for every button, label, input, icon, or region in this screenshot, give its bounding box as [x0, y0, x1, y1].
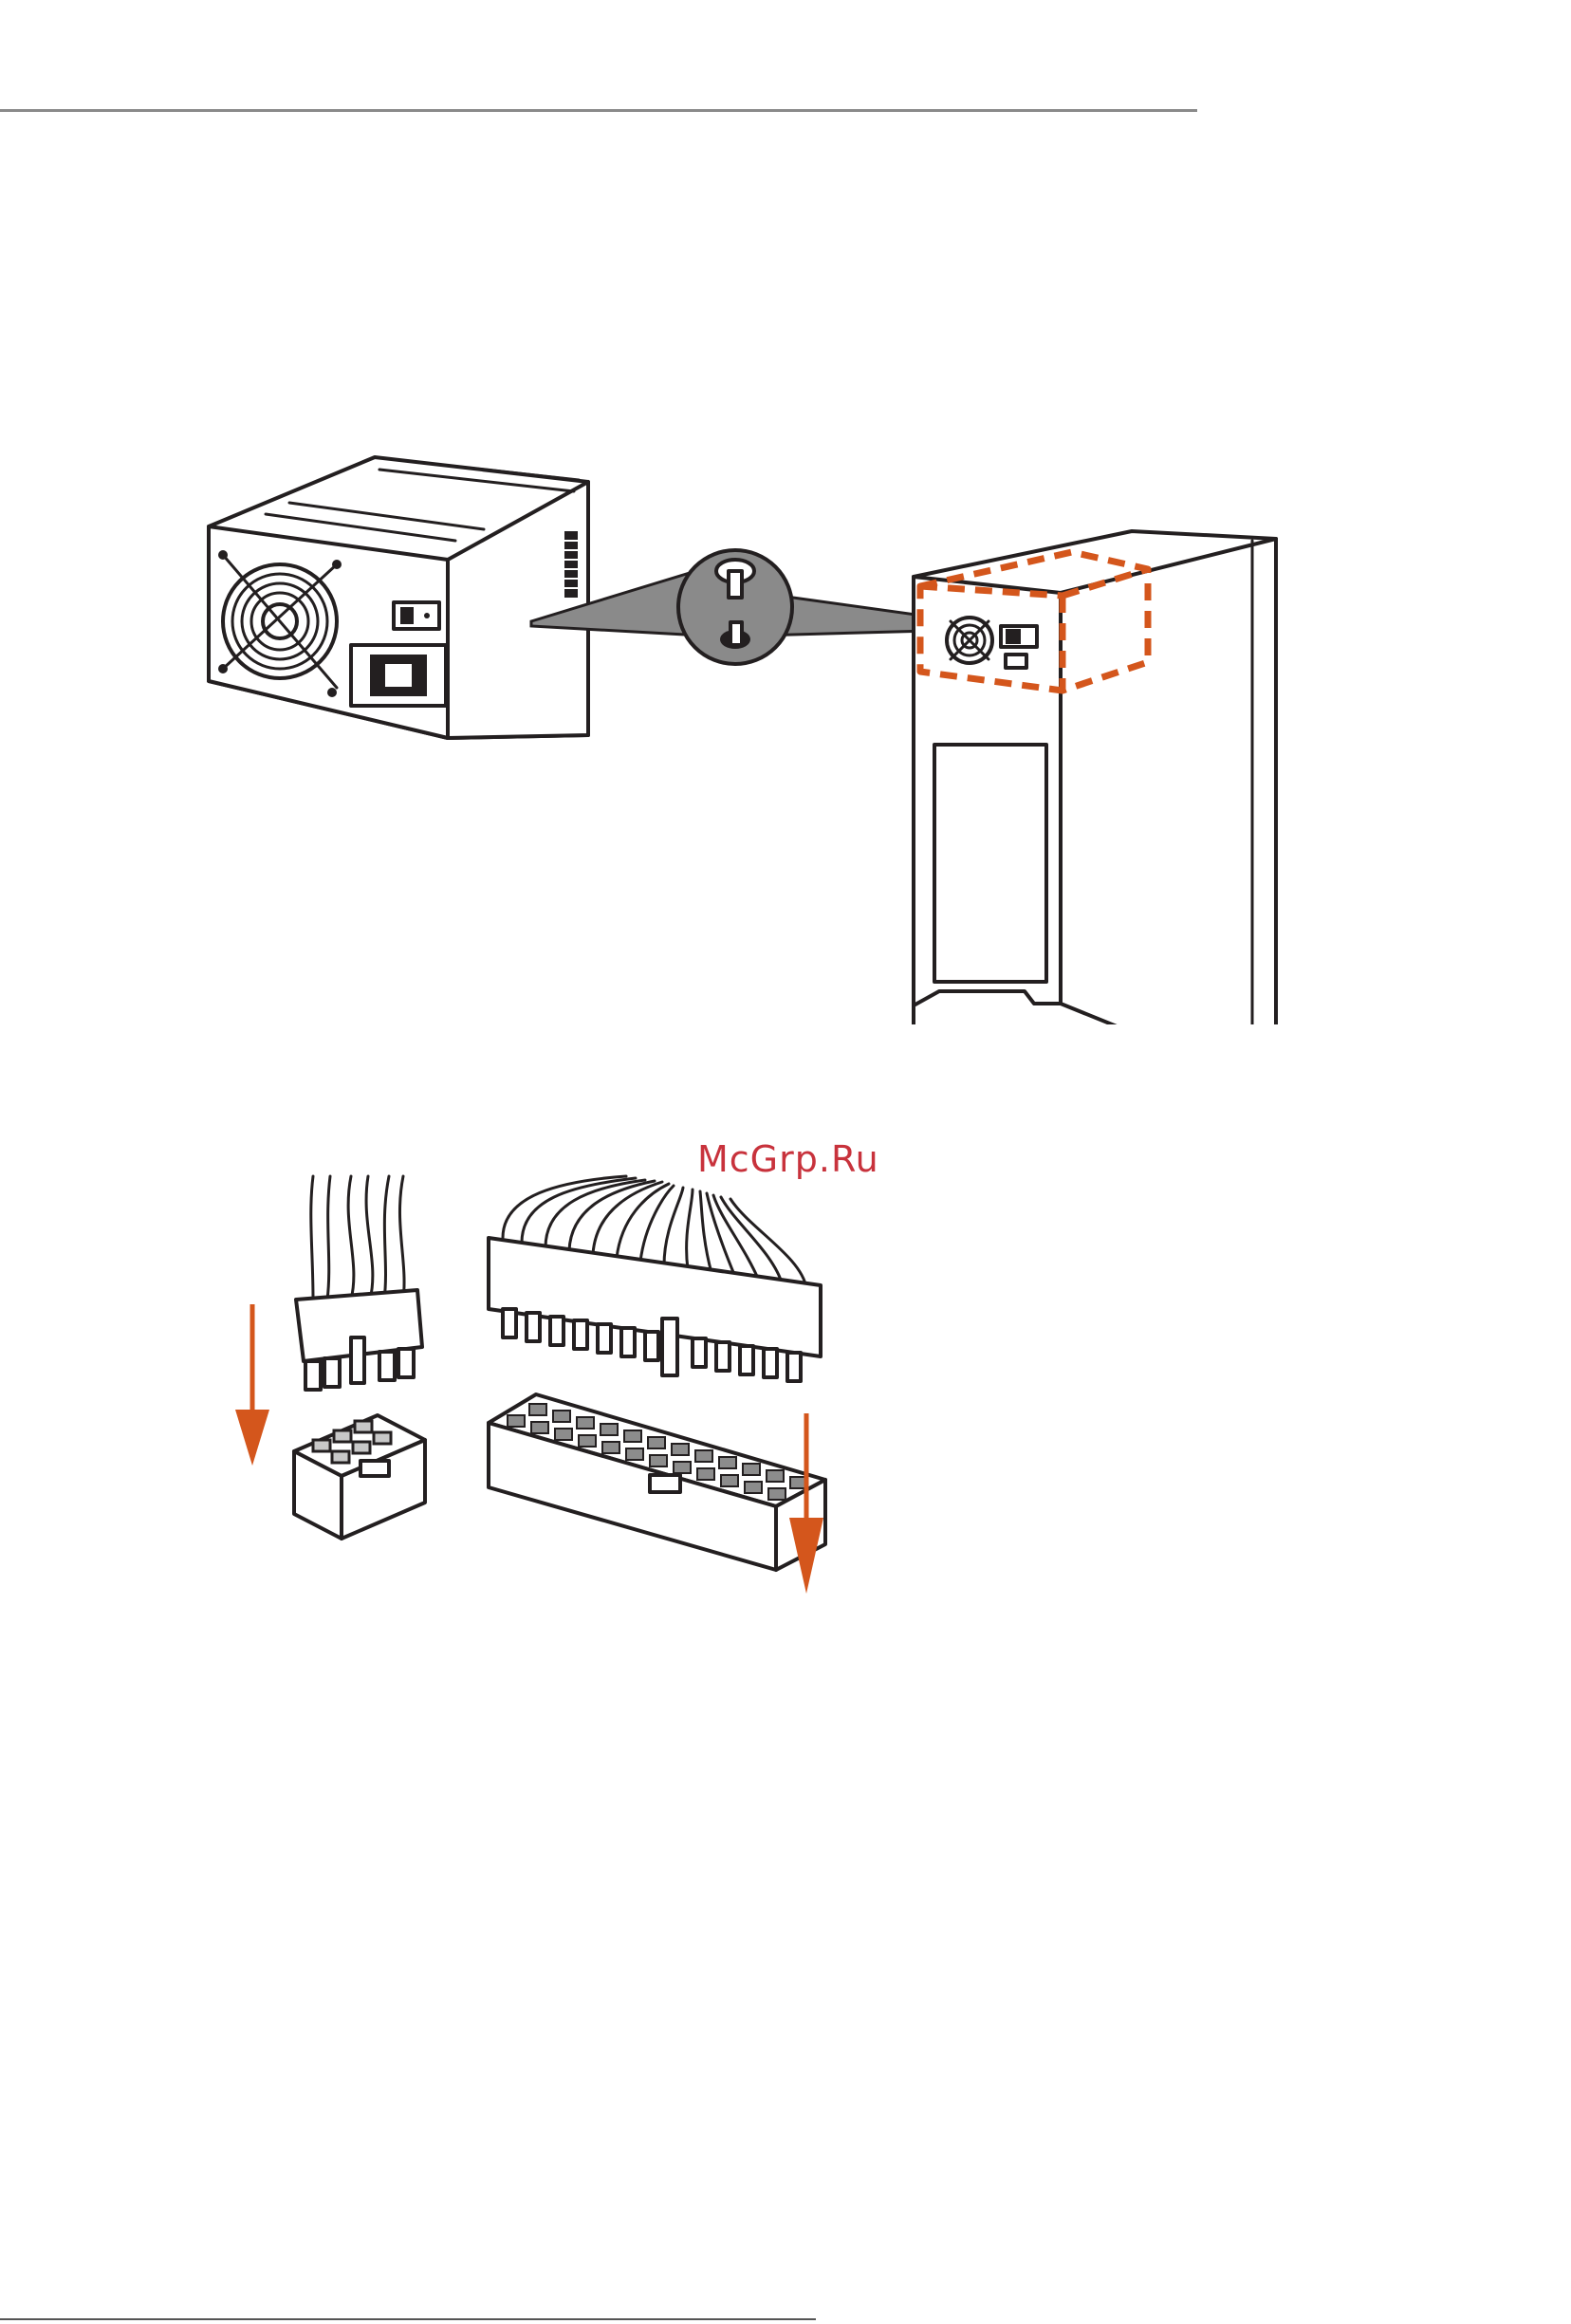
- arrow-down-icon: [235, 1304, 269, 1466]
- power-connector-figure: [218, 1138, 1072, 1632]
- psu-icon: [209, 457, 588, 738]
- psu-installation-figure: [190, 436, 1281, 1024]
- case-icon: [914, 531, 1276, 1024]
- header-rule: [0, 109, 1197, 112]
- 24-pin-board-header-icon: [489, 1394, 825, 1570]
- 8-pin-cable-connector-icon: [296, 1176, 422, 1390]
- footer-rule: [0, 2318, 816, 2320]
- screw-icon: [678, 550, 792, 664]
- 24-pin-cable-connector-icon: [489, 1176, 821, 1381]
- power-connector-illustration: [218, 1138, 1072, 1632]
- 8-pin-board-header-icon: [294, 1415, 425, 1539]
- psu-installation-illustration: [190, 436, 1281, 1024]
